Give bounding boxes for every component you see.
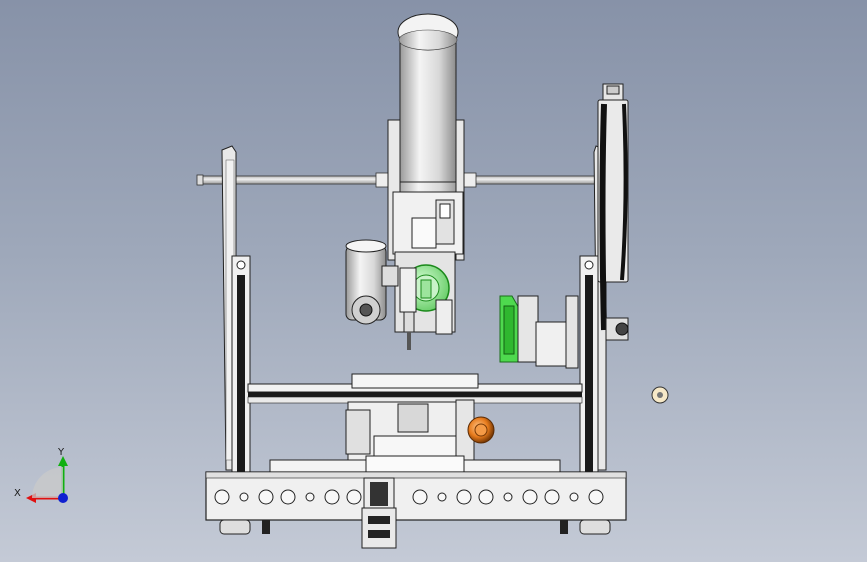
connector-block[interactable] [361,477,397,549]
z-axis-dot [58,493,68,503]
base-top-plate[interactable] [269,455,561,473]
beam-hole [437,492,447,502]
probe-needle[interactable] [399,267,417,350]
cylinder-bracket[interactable] [387,119,465,261]
base-beam-holes [214,489,604,505]
beam-hole [305,492,315,502]
beam-hole [503,492,513,502]
beam-hole [412,489,428,505]
beam-hole [214,489,230,505]
main-vertical-cylinder[interactable] [395,13,461,195]
green-side-block[interactable] [499,295,579,369]
beam-hole [346,489,362,505]
beam-hole [544,489,560,505]
beam-hole [569,492,579,502]
right-vertical-rail[interactable] [579,255,599,477]
caster-feet[interactable] [219,519,611,535]
belt-pulley-assembly[interactable] [597,83,629,341]
beam-hole [456,489,472,505]
floating-washer[interactable] [651,386,669,404]
side-motor[interactable] [345,239,399,325]
left-vertical-rail[interactable] [231,255,251,477]
x-axis-label: X [14,488,21,499]
beam-hole [588,489,604,505]
beam-hole [522,489,538,505]
orientation-triad: Y X [14,447,68,503]
carriage-platform[interactable] [345,373,479,463]
y-axis-label: Y [57,447,65,458]
beam-hole [324,489,340,505]
base-beam[interactable] [205,471,627,521]
orange-knob[interactable] [467,416,495,444]
beam-hole [258,489,274,505]
beam-hole [280,489,296,505]
beam-hole [478,489,494,505]
beam-hole [239,492,249,502]
